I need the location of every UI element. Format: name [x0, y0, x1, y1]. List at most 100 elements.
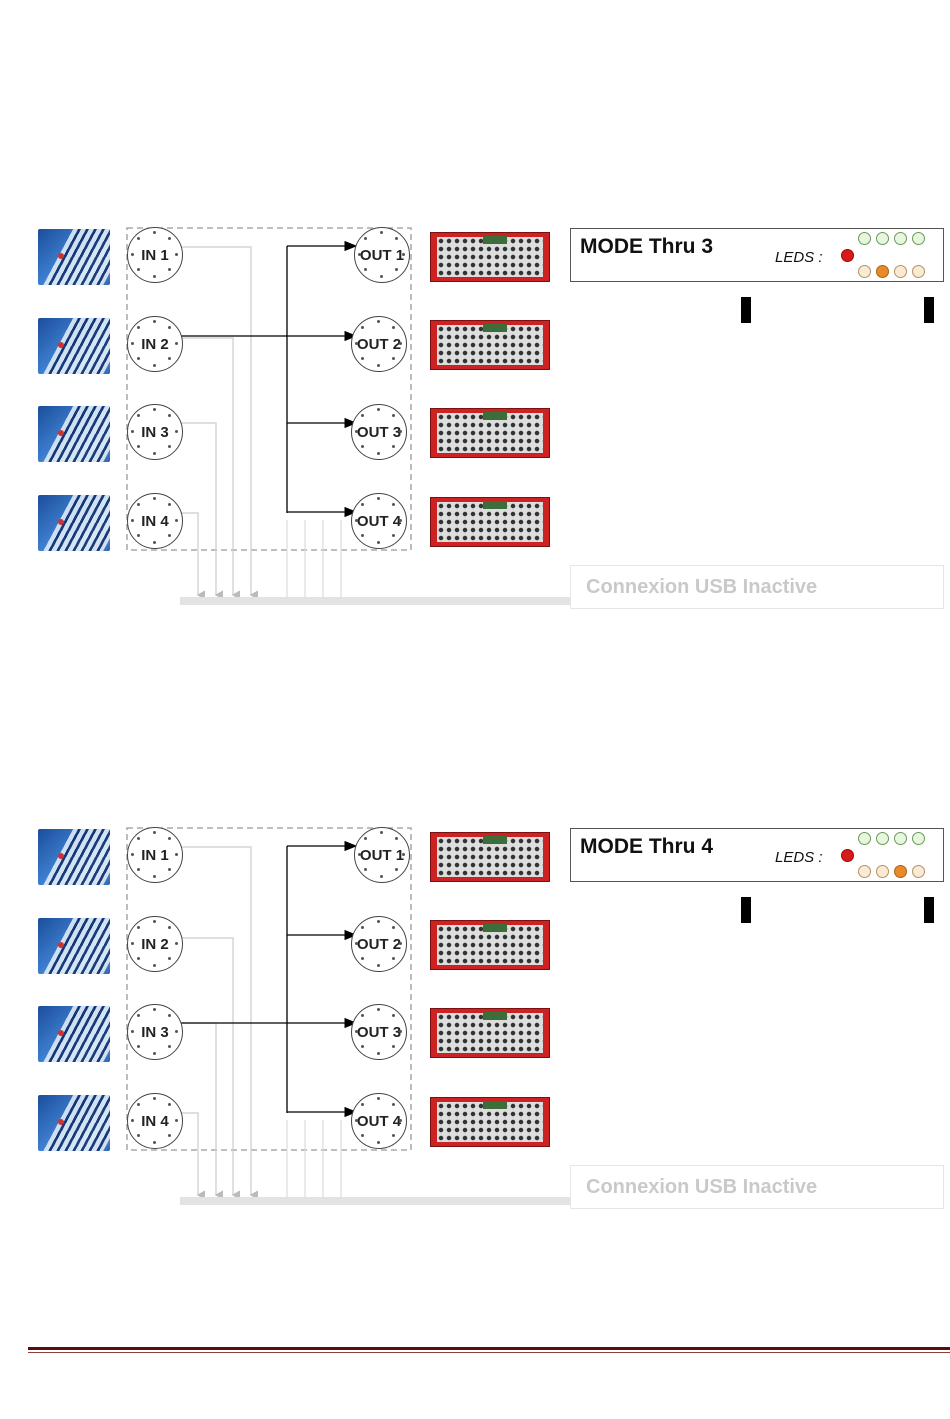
input-port-4: IN 4 — [127, 493, 183, 549]
port-pin — [153, 1097, 156, 1100]
output-port-label: OUT 1 — [360, 247, 404, 264]
keyboard-icon — [38, 406, 110, 462]
port-pin — [361, 1045, 364, 1048]
port-pin — [168, 237, 171, 240]
output-port-label: OUT 2 — [357, 936, 401, 953]
port-pin — [153, 408, 156, 411]
led-bottom-4-icon — [912, 865, 925, 878]
leds-label: LEDS : — [775, 849, 823, 866]
led-top-4-icon — [912, 232, 925, 245]
input-port-label: IN 1 — [141, 847, 169, 864]
led-bottom-2-icon — [876, 865, 889, 878]
led-top-2-icon — [876, 232, 889, 245]
port-pin — [377, 408, 380, 411]
port-pin — [392, 326, 395, 329]
port-pin — [361, 957, 364, 960]
marker-bar — [924, 297, 934, 323]
rack-module-icon — [430, 408, 550, 458]
input2-bus-line — [181, 338, 233, 595]
port-pin — [395, 868, 398, 871]
output-port-label: OUT 1 — [360, 847, 404, 864]
keyboard-icon — [38, 1006, 110, 1062]
port-pin — [168, 445, 171, 448]
input-port-2: IN 2 — [127, 316, 183, 372]
port-pin — [168, 868, 171, 871]
input-port-label: IN 1 — [141, 247, 169, 264]
led-top-3-icon — [894, 832, 907, 845]
port-pin — [377, 1141, 380, 1144]
port-pin — [168, 1103, 171, 1106]
input-port-3: IN 3 — [127, 1004, 183, 1060]
port-pin — [175, 430, 178, 433]
port-pin — [153, 231, 156, 234]
port-pin — [392, 1103, 395, 1106]
port-pin — [392, 534, 395, 537]
port-pin — [395, 268, 398, 271]
port-pin — [377, 452, 380, 455]
port-pin — [137, 1103, 140, 1106]
usb-status-text: Connexion USB Inactive — [586, 576, 817, 599]
output-port-label: OUT 4 — [357, 513, 401, 530]
port-pin — [168, 837, 171, 840]
port-pin — [137, 414, 140, 417]
rack-module-icon — [430, 320, 550, 370]
usb-bus-bar — [180, 597, 572, 605]
port-pin — [377, 920, 380, 923]
port-pin — [361, 326, 364, 329]
port-pin — [364, 868, 367, 871]
port-pin — [377, 1052, 380, 1055]
port-pin — [168, 957, 171, 960]
port-pin — [361, 1014, 364, 1017]
keyboard-icon — [38, 829, 110, 885]
port-pin — [377, 1008, 380, 1011]
port-pin — [137, 326, 140, 329]
port-pin — [153, 1052, 156, 1055]
output-port-3: OUT 3 — [351, 1004, 407, 1060]
port-pin — [392, 1014, 395, 1017]
power-led-icon — [841, 849, 854, 862]
port-pin — [131, 253, 134, 256]
port-pin — [380, 231, 383, 234]
input-port-label: IN 3 — [141, 424, 169, 441]
port-pin — [153, 875, 156, 878]
port-pin — [361, 357, 364, 360]
output-port-2: OUT 2 — [351, 916, 407, 972]
port-pin — [392, 1045, 395, 1048]
routing-diagram-thru-4: IN 1 IN 2 IN 3 IN 4 OUT 1 OUT 2 OUT 3 OU… — [0, 820, 950, 1220]
led-bottom-1-icon — [858, 265, 871, 278]
port-pin — [153, 1008, 156, 1011]
input2-bus-line — [181, 938, 233, 1195]
port-pin — [168, 534, 171, 537]
port-pin — [175, 519, 178, 522]
rack-module-icon — [430, 497, 550, 547]
marker-bar — [741, 297, 751, 323]
port-pin — [131, 942, 134, 945]
mode-status-panel: MODE Thru 4 LEDS : — [570, 828, 944, 882]
led-top-1-icon — [858, 232, 871, 245]
input-port-3: IN 3 — [127, 404, 183, 460]
port-pin — [361, 1134, 364, 1137]
footer-rule — [28, 1347, 950, 1350]
port-pin — [399, 1119, 402, 1122]
port-pin — [399, 430, 402, 433]
port-pin — [392, 414, 395, 417]
port-pin — [377, 320, 380, 323]
port-pin — [364, 268, 367, 271]
port-pin — [175, 253, 178, 256]
port-pin — [395, 237, 398, 240]
port-pin — [137, 268, 140, 271]
keyboard-icon — [38, 229, 110, 285]
port-pin — [399, 519, 402, 522]
port-pin — [377, 497, 380, 500]
input-port-1: IN 1 — [127, 827, 183, 883]
output-port-3: OUT 3 — [351, 404, 407, 460]
port-pin — [377, 541, 380, 544]
port-pin — [153, 964, 156, 967]
port-pin — [175, 853, 178, 856]
mode-title: MODE Thru 3 — [580, 235, 713, 259]
input-port-label: IN 2 — [141, 936, 169, 953]
port-pin — [131, 1119, 134, 1122]
port-pin — [392, 445, 395, 448]
output-port-2: OUT 2 — [351, 316, 407, 372]
port-pin — [137, 868, 140, 871]
